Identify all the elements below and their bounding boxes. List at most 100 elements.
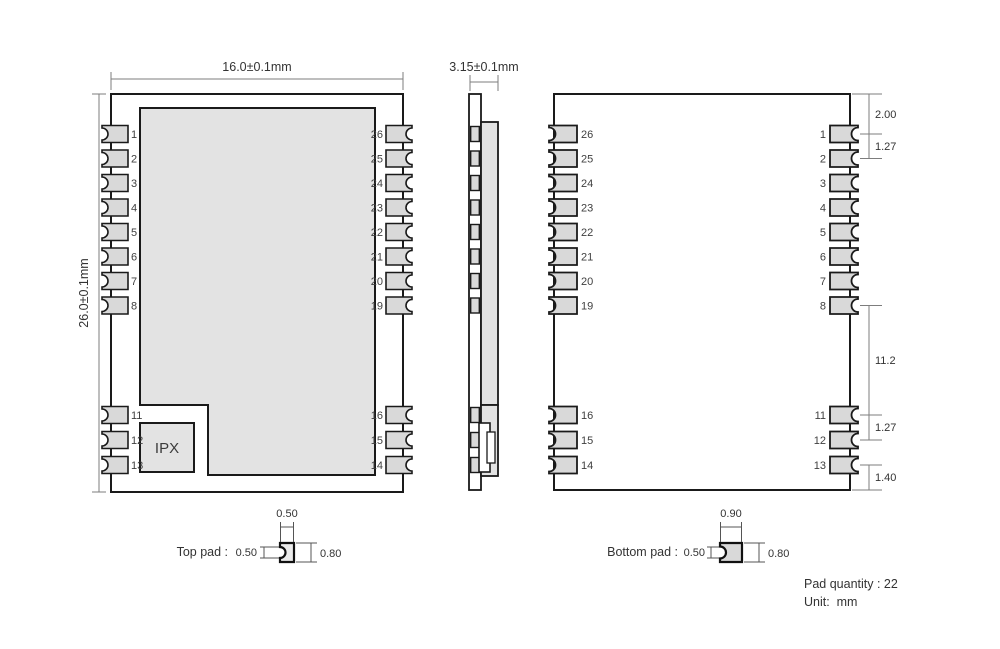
bottom-view-pad-number: 22	[581, 227, 593, 239]
side-view-pad-shape	[470, 150, 481, 167]
top-pad-detail: Top pad : 0.50 0.50 0.80	[177, 508, 341, 564]
bottom-view-pad-shape	[829, 124, 859, 144]
top-view-pad-shape	[385, 455, 413, 475]
bottom-view-pad-shape	[829, 222, 859, 242]
shield-can	[139, 107, 376, 476]
top-view-pad-shape	[385, 222, 413, 242]
top-view-pad-shape	[385, 124, 413, 144]
top-width-dimension-label: 16.0±0.1mm	[222, 60, 291, 74]
top-view-pad-shape	[385, 198, 413, 217]
bottom-view-pad-shape	[829, 198, 859, 217]
bottom-pad-notch-dim-lines	[707, 546, 719, 559]
side-view-pad-shape	[470, 125, 481, 143]
bottom-view-pad-shape	[829, 173, 859, 193]
top-pad-height-dim: 0.80	[320, 548, 341, 560]
bottom-view-pad-shape	[829, 271, 859, 291]
top-pad-height-dim-lines	[296, 542, 317, 563]
side-view-pad-shape	[470, 248, 481, 265]
bottom-view-dimensions: 2.00 1.27 11.2 1.27 1.40	[852, 93, 896, 491]
top-view-pad-shape	[101, 198, 129, 217]
side-thickness-dimension-line	[469, 75, 499, 91]
bottom-view-pad-number: 8	[820, 301, 826, 313]
bottom-view-pad-number: 2	[820, 154, 826, 166]
ipx-connector-box	[139, 422, 195, 473]
top-view-pad-number: 13	[131, 460, 143, 472]
bottom-view-pad-number: 11	[815, 410, 826, 422]
bottom-view-pad-shape	[548, 247, 578, 266]
dim-mid-span: 11.2	[875, 355, 896, 367]
bottom-view-pad-shape	[548, 222, 578, 242]
bottom-pad-width-dim-lines	[720, 522, 742, 542]
bottom-view-pad-shape	[548, 149, 578, 168]
bottom-view-pad-number: 25	[581, 154, 593, 166]
side-view-pad-shape	[470, 456, 481, 474]
bottom-pad-width-dim: 0.90	[720, 508, 741, 520]
bottom-view-pad-number: 19	[581, 301, 593, 313]
bottom-view-pad-shape	[829, 149, 859, 168]
side-view-shield	[480, 121, 499, 406]
bottom-view-pad-shape	[548, 455, 578, 475]
dim-bottom-offset: 1.40	[875, 472, 896, 484]
bottom-pad-detail: Bottom pad : 0.50 0.90 0.80	[607, 508, 789, 564]
side-view: 3.15±0.1mm	[449, 60, 519, 491]
top-view-pad-number: 19	[371, 301, 383, 313]
bottom-view-body-outline	[553, 93, 851, 491]
bottom-view-pad-shape	[829, 296, 859, 315]
bottom-view-pad-shape	[548, 271, 578, 291]
side-thickness-dimension: 3.15±0.1mm	[449, 60, 519, 91]
dim-top-pitch: 1.27	[875, 141, 896, 153]
bottom-pad-height-dim: 0.80	[768, 548, 789, 560]
top-view-pad-shape	[101, 149, 129, 168]
bottom-view-pad-shape	[829, 247, 859, 266]
bottom-view-pad-number: 16	[581, 410, 593, 422]
side-view-pad-shape	[470, 406, 481, 424]
bottom-view-pad-shape	[829, 405, 859, 425]
top-view-pad-number: 20	[371, 276, 383, 288]
side-thickness-dimension-label: 3.15±0.1mm	[449, 60, 518, 74]
side-view-pad-shape	[470, 297, 481, 314]
top-view-pad-number: 8	[131, 301, 137, 313]
bottom-view-pad-number: 12	[814, 435, 826, 447]
top-view-pad-number: 15	[371, 435, 383, 447]
pad-quantity-note: Pad quantity : 22	[804, 577, 898, 591]
bottom-view-pad-number: 6	[820, 252, 826, 264]
top-view-pad-shape	[101, 430, 129, 450]
bottom-view-pad-shape	[548, 198, 578, 217]
bottom-view-pad-number: 7	[820, 276, 826, 288]
top-height-dimension-line	[92, 93, 106, 493]
dim-bottom-pitch: 1.27	[875, 422, 896, 434]
side-view-pad-shape	[470, 223, 481, 241]
bottom-view-pad-number: 3	[820, 178, 826, 190]
top-view-pad-shape	[101, 455, 129, 475]
bottom-view-pad-number: 14	[581, 460, 593, 472]
unit-note: Unit: mm	[804, 595, 857, 609]
top-view-pad-number: 3	[131, 178, 137, 190]
bottom-view-pad-shape	[829, 455, 859, 475]
top-view-pad-number: 7	[131, 276, 137, 288]
top-view-pad-number: 5	[131, 227, 137, 239]
side-view-pad-shape	[470, 272, 481, 290]
top-view-pad-number: 2	[131, 154, 137, 166]
bottom-view-pad-number: 20	[581, 276, 593, 288]
top-pad-detail-label: Top pad :	[177, 545, 228, 559]
top-height-dimension: 26.0±0.1mm	[77, 93, 106, 493]
top-view-pad-number: 14	[371, 460, 383, 472]
bottom-view-pad-number: 13	[814, 460, 826, 472]
top-view-pad-number: 24	[371, 178, 383, 190]
side-view-pads	[470, 125, 481, 474]
side-view-pad-shape	[470, 174, 481, 192]
bottom-view-pad-shape	[548, 173, 578, 193]
top-view-pad-number: 21	[371, 252, 383, 264]
top-view-pad-number: 1	[131, 129, 137, 141]
top-pad-notch-dim-lines	[260, 546, 279, 559]
top-view-pad-shape	[385, 405, 413, 425]
top-view-pad-shape	[101, 271, 129, 291]
bottom-view-extension-lines	[852, 93, 882, 491]
top-view-pad-shape	[385, 296, 413, 315]
top-view-pad-number: 16	[371, 410, 383, 422]
bottom-view-pad-number: 4	[820, 203, 826, 215]
